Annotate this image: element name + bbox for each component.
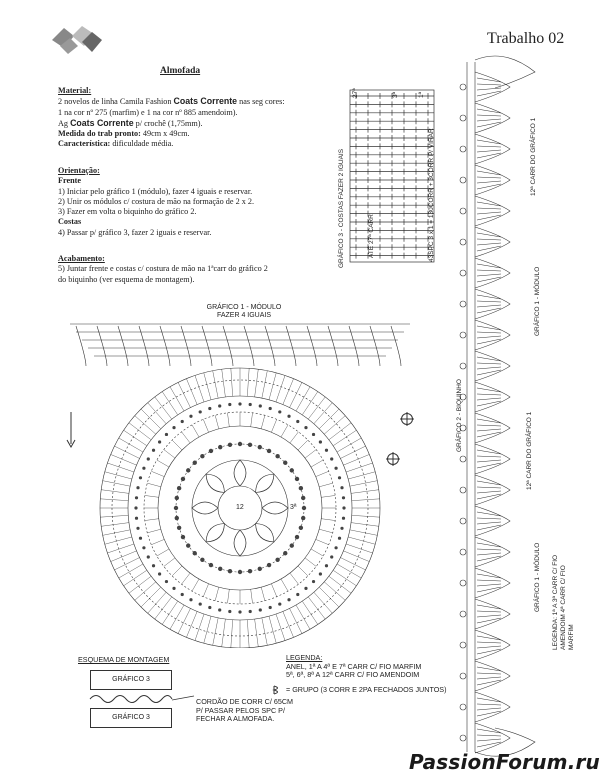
right-label-1: 12ª CARR DO GRÁFICO 1 <box>530 117 537 196</box>
legenda: LEGENDA: ANEL, 1ª A 4ª E 7ª CARR C/ FIO … <box>286 653 422 680</box>
grafico-3-carr: ATÉ 27ª CARR <box>368 214 375 258</box>
down-arrow-icon <box>66 412 76 448</box>
frente-step-2: 2) Unir os módulos c/ costura de mão na … <box>58 196 254 206</box>
montagem-title: ESQUEMA DE MONTAGEM <box>78 655 170 664</box>
brand-logo <box>52 26 102 54</box>
grafico-2-strip <box>459 55 536 757</box>
grafico-3-chart <box>349 89 435 263</box>
acabamento-step-1: 5) Juntar frente e costas c/ costura de … <box>58 264 268 274</box>
center-label: 12 <box>236 504 244 511</box>
orientacao-heading: Orientação: <box>58 166 100 175</box>
brand-name: Coats Corrente <box>173 96 238 107</box>
right-label-2: GRÁFICO 1 - MÓDULO <box>534 266 541 336</box>
right-label-6: LEGENDA: 1ª A 3ª CARR C/ FIO AMENDOIM 4ª… <box>552 554 575 650</box>
material-line-2: 1 na cor nº 275 (marfim) e 1 na cor nº 8… <box>58 107 238 117</box>
acabamento-section: Acabamento: 5) Juntar frente e costas c/… <box>58 254 323 285</box>
montagem-box-top: GRÁFICO 3 <box>90 670 172 690</box>
material-line-3: Ag Coats Corrente p/ crochê (1,75mm). <box>58 117 203 128</box>
center-label-2: 3ª <box>290 504 297 511</box>
frente-step-1: 1) Iniciar pelo gráfico 1 (módulo), faze… <box>58 186 253 196</box>
grafico-3-row-3: 3ª <box>392 91 399 98</box>
crosshair-icon <box>400 412 414 426</box>
montagem-pointer <box>172 695 195 701</box>
right-label-5: GRÁFICO 1 - MÓDULO <box>534 542 541 612</box>
right-label-3: GRÁFICO 2 - BIQUINHO <box>456 379 463 452</box>
caracteristica: Característica: dificuldade média. <box>58 139 174 149</box>
cordao-note: CORDÃO DE CORR C/ 65CM P/ PASSAR PELOS S… <box>196 697 294 724</box>
montagem-wave <box>89 695 173 703</box>
orientacao-section: Orientação: Frente 1) Iniciar pelo gráfi… <box>58 166 323 238</box>
page-label: Trabalho 02 <box>487 30 565 47</box>
grupo-legend: = GRUPO (3 CORR E 2PA FECHADOS JUNTOS) <box>286 685 447 694</box>
frente-step-3: 3) Fazer em volta o biquinho do gráfico … <box>58 207 197 217</box>
grafico-3-formula: 43SPC 3 x 1 = 130CORR + 3CORR P/ VIRAR <box>428 128 435 262</box>
grafico-1-doily <box>70 323 410 648</box>
material-line-1: 2 novelos de linha Camila Fashion Coats … <box>58 96 285 107</box>
grafico-3-row-27: 27ª <box>352 88 359 98</box>
crosshair-icon <box>386 452 400 466</box>
montagem-box-bottom: GRÁFICO 3 <box>90 708 172 728</box>
acabamento-heading: Acabamento: <box>58 254 105 263</box>
grafico-1-title: GRÁFICO 1 - MÓDULO FAZER 4 IGUAIS <box>206 304 282 319</box>
grafico-3-title: GRÁFICO 3 - COSTAS FAZER 2 IGUAIS <box>338 148 345 268</box>
grafico-3-row-1: 1ª <box>418 91 425 98</box>
costas-heading: Costas <box>58 217 82 227</box>
material-heading: Material: <box>58 86 92 95</box>
doc-title: Almofada <box>160 66 201 76</box>
right-label-4: 12ª CARR DO GRÁFICO 1 <box>526 411 533 490</box>
material-section: Material: 2 novelos de linha Camila Fash… <box>58 86 323 150</box>
watermark: PassionForum.ru <box>408 750 600 774</box>
grupo-symbol-icon <box>272 685 278 695</box>
acabamento-step-2: do biquinho (ver esquema de montagem). <box>58 274 195 284</box>
medida: Medida do trab pronto: 49cm x 49cm. <box>58 129 190 139</box>
costas-step-1: 4) Passar p/ gráfico 3, fazer 2 iguais e… <box>58 227 212 237</box>
frente-heading: Frente <box>58 176 82 186</box>
